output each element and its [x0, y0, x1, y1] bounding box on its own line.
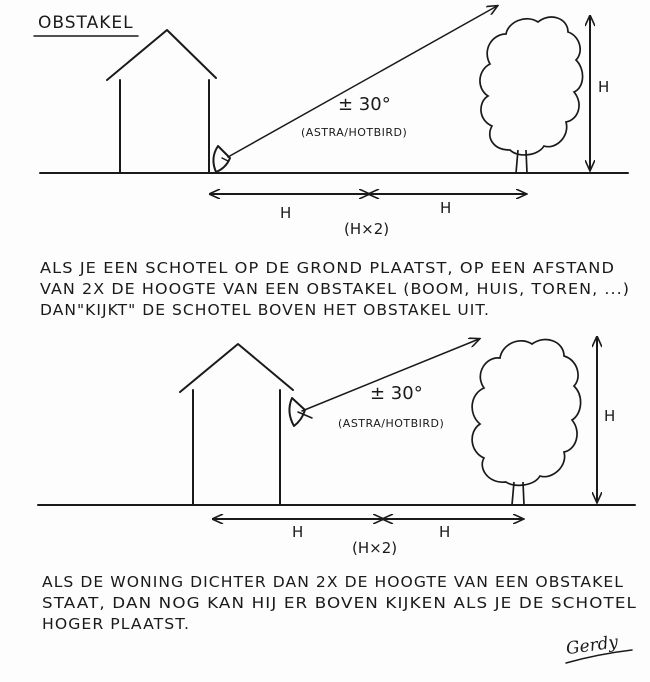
distance-right-label: H [440, 199, 451, 217]
diagram-1: H ± 30° (ASTRA/HOTBIRD) H H (H×2) [39, 6, 629, 238]
distance-left-label: H [292, 523, 303, 541]
house [106, 29, 217, 173]
caption-line: HOGER PLAATST. [42, 615, 190, 633]
page-title: OBSTAKEL [38, 13, 134, 33]
distance-right-label: H [439, 523, 450, 541]
house [179, 343, 294, 505]
signature-underline [565, 649, 633, 664]
signature: Gerdy [565, 632, 633, 664]
satellite-label: (ASTRA/HOTBIRD) [301, 126, 407, 139]
tree [479, 16, 584, 174]
caption-line: STAAT, DAN NOG KAN HIJ ER BOVEN KIJKEN A… [42, 594, 637, 612]
height-label: H [604, 407, 615, 425]
angle-label: ± 30° [370, 383, 423, 404]
satellite-dish-icon [288, 397, 313, 427]
caption-2: ALS DE WONING DICHTER DAN 2X DE HOOGTE V… [42, 573, 637, 633]
signature-text: Gerdy [565, 632, 620, 659]
caption-line: DAN"KIJKT" DE SCHOTEL BOVEN HET OBSTAKEL… [40, 301, 490, 319]
distance-left-label: H [280, 204, 291, 222]
angle-label: ± 30° [338, 94, 391, 115]
caption-1: ALS JE EEN SCHOTEL OP DE GROND PLAATST, … [40, 259, 630, 319]
tree [471, 338, 582, 506]
total-distance-label: (H×2) [352, 539, 397, 557]
caption-line: ALS DE WONING DICHTER DAN 2X DE HOOGTE V… [42, 573, 624, 591]
satellite-dish-icon [212, 145, 231, 173]
signal-line [227, 6, 497, 158]
caption-line: VAN 2X DE HOOGTE VAN EEN OBSTAKEL (BOOM,… [40, 280, 630, 298]
signal-line [301, 339, 479, 412]
total-distance-label: (H×2) [344, 220, 389, 238]
diagram-2: H ± 30° (ASTRA/HOTBIRD) H H (H×2) [37, 336, 636, 557]
satellite-label: (ASTRA/HOTBIRD) [338, 417, 444, 430]
caption-line: ALS JE EEN SCHOTEL OP DE GROND PLAATST, … [40, 259, 615, 277]
height-label: H [598, 78, 609, 96]
